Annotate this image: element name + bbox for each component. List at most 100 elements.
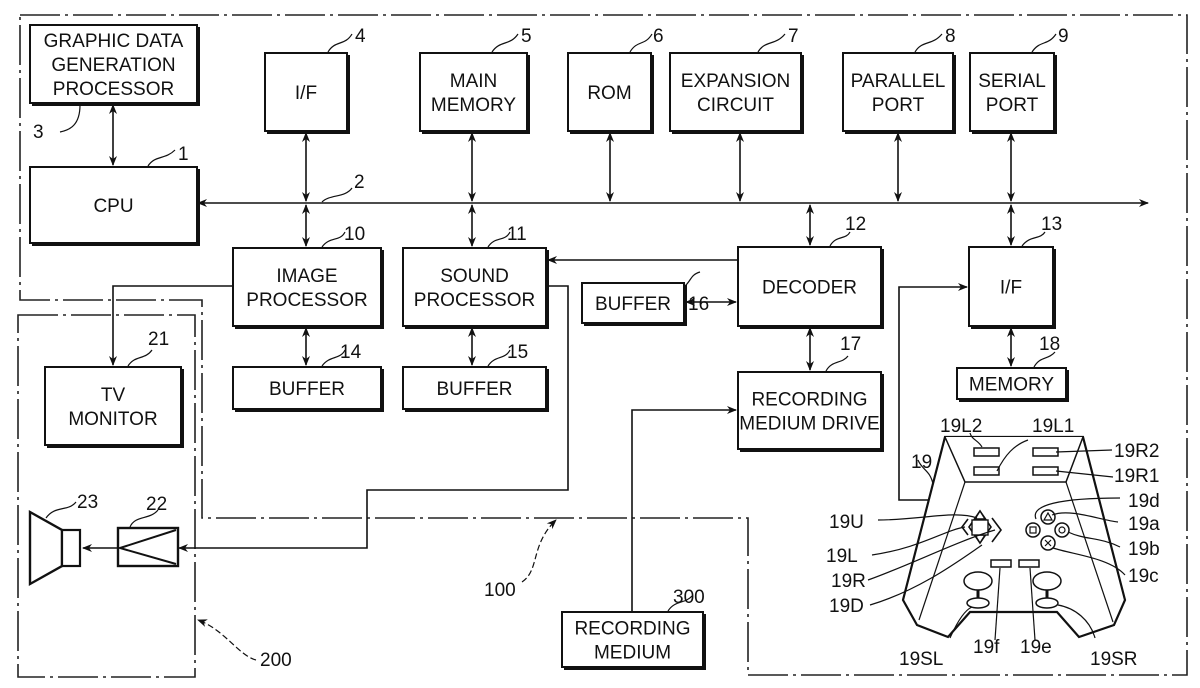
block-if-top: I/F 4 (265, 26, 366, 133)
l2-button (974, 448, 999, 456)
square-button-icon (1026, 523, 1040, 537)
block-if-ctrl: I/F13 (969, 214, 1062, 328)
amplifier (83, 528, 178, 566)
block-frame (843, 53, 953, 131)
label-19SL: 19SL (899, 649, 943, 670)
block-label: MONITOR (68, 409, 157, 430)
label-19L1: 19L1 (1032, 416, 1074, 437)
ref-2: 2 (354, 172, 365, 193)
block-label: MAIN (450, 71, 498, 92)
label-19b: 19b (1128, 539, 1160, 560)
label-19R2: 19R2 (1114, 441, 1159, 462)
block-label: MEDIUM DRIVE (739, 414, 879, 435)
block-label: TV (101, 385, 126, 406)
ref-23: 23 (77, 492, 98, 513)
ref-leader (630, 34, 652, 52)
ref-leader (684, 272, 700, 287)
label-19a: 19a (1128, 514, 1160, 535)
imageproc-tv-link (113, 286, 233, 365)
block-serial: SERIALPORT9 (970, 26, 1069, 133)
ref-number: 16 (688, 294, 709, 315)
block-label: I/F (1000, 278, 1022, 299)
ref-leader (826, 356, 848, 371)
ref-number: 6 (653, 26, 664, 47)
ref-22: 22 (146, 494, 167, 515)
ref-leader (128, 350, 152, 366)
l1-button (974, 467, 999, 475)
ref-leader (60, 105, 80, 132)
ref-number: 12 (845, 214, 866, 235)
ref-number: 4 (355, 26, 366, 47)
block-label: IMAGE (276, 266, 337, 287)
ref-number: 7 (788, 26, 799, 47)
block-rom: ROM6 (568, 26, 664, 133)
block-image-proc: IMAGEPROCESSOR10 (233, 224, 383, 328)
block-frame (403, 248, 546, 326)
ref-number: 14 (340, 342, 362, 363)
block-label: CIRCUIT (697, 95, 774, 116)
ref-100-leader (522, 520, 556, 582)
block-frame (738, 372, 881, 449)
block-buffer-dec: BUFFER 16 (582, 272, 709, 325)
block-frame (420, 53, 527, 131)
label-19f: 19f (973, 637, 1000, 658)
block-label: RECORDING (574, 619, 690, 640)
block-expansion: EXPANSION CIRCUIT 7 (670, 26, 803, 133)
block-label: MEDIUM (594, 643, 671, 664)
r1-button (1033, 467, 1058, 475)
label-19L2: 19L2 (940, 416, 982, 437)
ref-100: 100 (484, 580, 516, 601)
ref-number: 8 (945, 26, 956, 47)
ref-number: 17 (840, 334, 861, 355)
label-19L: 19L (826, 546, 858, 567)
ref-number: 15 (507, 342, 528, 363)
label-19D: 19D (829, 596, 864, 617)
block-label: EXPANSION (681, 71, 790, 92)
ref-leader (1032, 34, 1056, 52)
ref-leader (148, 150, 175, 166)
block-label: PORT (872, 95, 925, 116)
ref-number: 9 (1058, 26, 1069, 47)
start-button (1019, 560, 1039, 567)
block-label: BUFFER (269, 379, 345, 400)
speaker-icon (30, 512, 80, 584)
circle-button-icon (1055, 523, 1069, 537)
block-label: DECODER (762, 278, 857, 299)
block-frame (970, 53, 1054, 131)
label-19d: 19d (1128, 491, 1160, 512)
ref-2-leader (322, 188, 352, 202)
block-label: BUFFER (595, 294, 671, 315)
block-label: MEMORY (969, 375, 1054, 396)
ref-leader (915, 34, 942, 52)
block-gdgp: GRAPHIC DATAGENERATIONPROCESSOR3 (30, 25, 199, 143)
label-19R: 19R (831, 571, 866, 592)
ref-23-leader (46, 502, 76, 518)
block-memory: MEMORY 18 (957, 334, 1068, 401)
block-label: PROCESSOR (53, 79, 174, 100)
block-label: PORT (986, 95, 1039, 116)
block-label: BUFFER (437, 379, 513, 400)
block-label: SOUND (440, 266, 509, 287)
ref-number: 18 (1039, 334, 1060, 355)
ref-number: 3 (33, 122, 44, 143)
label-19SR: 19SR (1090, 649, 1138, 670)
ref-number: 1 (178, 144, 189, 165)
block-sound-proc: SOUNDPROCESSOR11 (403, 224, 548, 328)
block-buffer-snd: BUFFER 15 (403, 342, 548, 411)
ref-number: 21 (148, 329, 169, 350)
block-rec-medium: RECORDINGMEDIUM300 (562, 587, 705, 669)
block-main-memory: MAINMEMORY5 (420, 26, 532, 133)
block-frame (45, 367, 181, 445)
r2-button (1033, 448, 1058, 456)
select-button (991, 560, 1011, 567)
block-label: I/F (295, 83, 317, 104)
block-label: PARALLEL (851, 71, 946, 92)
block-cpu: CPU1 (30, 144, 199, 245)
block-label: PROCESSOR (414, 290, 535, 311)
ref-19: 19 (911, 452, 932, 473)
block-label: MEMORY (431, 95, 516, 116)
block-label: GENERATION (51, 55, 175, 76)
ref-number: 10 (344, 224, 365, 245)
